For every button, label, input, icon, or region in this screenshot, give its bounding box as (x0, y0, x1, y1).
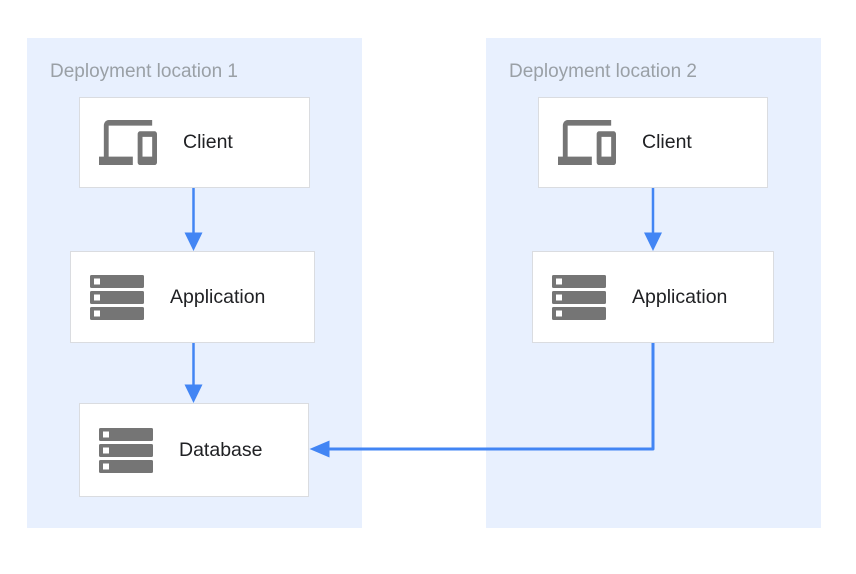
deployment-location-1-title: Deployment location 1 (50, 61, 238, 82)
node-label: Application (632, 285, 728, 308)
node-client-location-2: Client (538, 97, 768, 188)
node-database-location-1: Database (79, 403, 309, 497)
devices-icon (558, 120, 616, 165)
node-client-location-1: Client (79, 97, 310, 188)
deployment-location-2-title: Deployment location 2 (509, 61, 697, 82)
devices-icon (99, 120, 157, 165)
node-application-location-2: Application (532, 251, 774, 343)
node-label: Application (170, 285, 266, 308)
server-stack-icon (552, 274, 606, 320)
server-stack-icon (90, 274, 144, 320)
node-label: Client (183, 131, 233, 153)
node-application-location-1: Application (70, 251, 315, 343)
node-label: Client (642, 131, 692, 153)
node-label: Database (179, 438, 263, 461)
server-stack-icon (99, 427, 153, 473)
